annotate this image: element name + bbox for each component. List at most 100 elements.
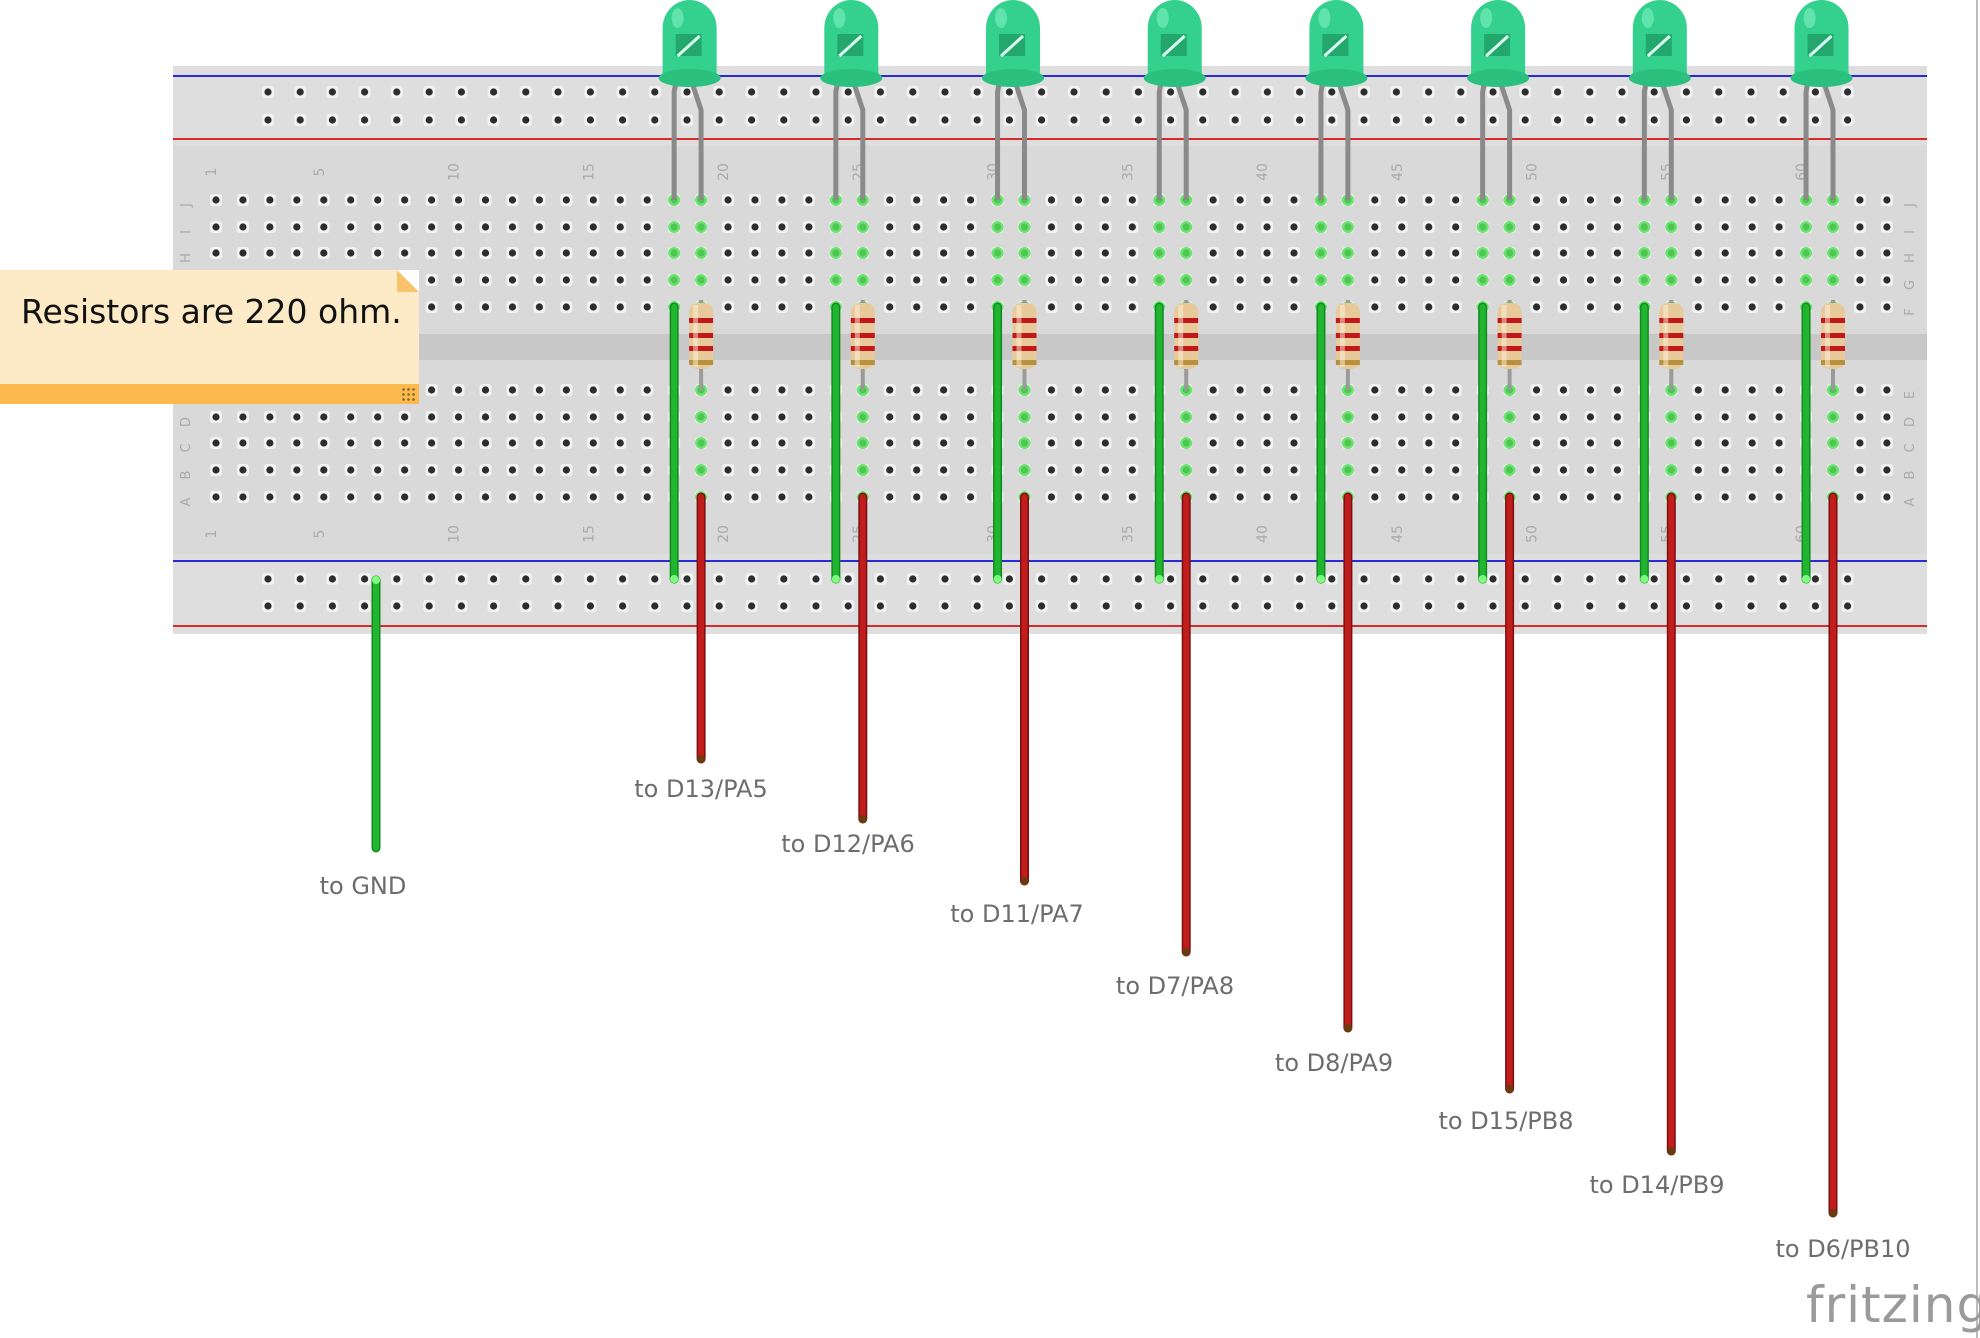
power-rail-hole bbox=[423, 600, 436, 612]
power-rail-hole bbox=[648, 114, 661, 126]
breadboard-hole bbox=[614, 437, 627, 449]
connected-hole bbox=[1638, 247, 1651, 259]
power-rail-hole bbox=[1809, 86, 1822, 98]
breadboard-hole bbox=[1773, 274, 1786, 286]
breadboard-hole bbox=[1045, 301, 1058, 313]
breadboard-hole bbox=[1692, 464, 1705, 476]
breadboard-hole bbox=[1692, 384, 1705, 396]
power-rail-hole bbox=[1519, 573, 1532, 585]
breadboard-hole bbox=[1234, 221, 1247, 233]
breadboard-hole bbox=[910, 221, 923, 233]
connected-hole bbox=[856, 411, 869, 423]
breadboard-hole bbox=[506, 274, 519, 286]
breadboard-hole bbox=[371, 247, 384, 259]
connected-hole bbox=[695, 247, 708, 259]
breadboard-hole bbox=[1746, 247, 1759, 259]
power-rail-hole bbox=[1164, 86, 1177, 98]
breadboard-hole bbox=[802, 464, 815, 476]
connected-hole bbox=[1341, 247, 1354, 259]
breadboard-hole bbox=[587, 437, 600, 449]
breadboard-hole bbox=[506, 437, 519, 449]
power-rail-hole bbox=[1132, 600, 1145, 612]
breadboard-hole bbox=[452, 411, 465, 423]
breadboard-hole bbox=[1395, 384, 1408, 396]
breadboard-hole bbox=[883, 491, 896, 503]
breadboard-hole bbox=[587, 384, 600, 396]
power-rail-hole bbox=[648, 600, 661, 612]
breadboard-hole bbox=[452, 301, 465, 313]
power-rail-hole bbox=[1325, 114, 1338, 126]
breadboard-hole bbox=[1449, 384, 1462, 396]
power-rail-hole bbox=[1035, 86, 1048, 98]
breadboard-hole bbox=[533, 274, 546, 286]
breadboard-hole bbox=[1126, 464, 1139, 476]
breadboard-hole bbox=[1395, 437, 1408, 449]
breadboard-hole bbox=[1422, 491, 1435, 503]
power-rail-hole bbox=[1196, 600, 1209, 612]
breadboard-hole bbox=[964, 301, 977, 313]
power-rail-hole bbox=[1616, 114, 1628, 126]
breadboard-hole bbox=[506, 221, 519, 233]
breadboard-hole bbox=[1261, 301, 1274, 313]
breadboard-hole bbox=[1045, 464, 1058, 476]
power-rail-hole bbox=[584, 600, 597, 612]
note-resize-grip[interactable] bbox=[401, 387, 415, 401]
breadboard-hole bbox=[641, 301, 654, 313]
power-rail-hole bbox=[1487, 86, 1499, 98]
breadboard-hole bbox=[1530, 384, 1543, 396]
bottom-power-rail bbox=[173, 554, 1927, 634]
row-letter-label: J bbox=[1903, 203, 1918, 208]
power-rail-hole bbox=[745, 600, 758, 612]
breadboard-hole bbox=[1395, 194, 1408, 206]
breadboard-hole bbox=[263, 464, 276, 476]
power-rail-hole bbox=[1293, 86, 1306, 98]
breadboard-hole bbox=[317, 411, 330, 423]
row-letter-label: C bbox=[1903, 443, 1918, 452]
connection-label: to D7/PA8 bbox=[1116, 972, 1234, 1000]
breadboard-hole bbox=[263, 491, 276, 503]
power-rail-hole bbox=[842, 114, 855, 126]
power-rail-hole bbox=[1229, 114, 1242, 126]
breadboard-hole bbox=[290, 221, 303, 233]
column-number-label: 10 bbox=[447, 525, 463, 543]
power-rail-hole bbox=[1100, 114, 1113, 126]
power-rail-hole bbox=[487, 573, 500, 585]
breadboard-hole bbox=[1045, 411, 1058, 423]
note-card[interactable]: Resistors are 220 ohm. bbox=[0, 270, 419, 404]
breadboard-hole bbox=[910, 247, 923, 259]
breadboard-hole bbox=[1719, 221, 1732, 233]
breadboard-hole bbox=[479, 464, 492, 476]
row-letter-label: D bbox=[1903, 417, 1918, 427]
breadboard-hole bbox=[1288, 247, 1300, 259]
breadboard-hole bbox=[506, 194, 519, 206]
connected-hole bbox=[668, 247, 681, 259]
breadboard-hole bbox=[1368, 464, 1381, 476]
breadboard-hole bbox=[1234, 301, 1247, 313]
column-number-label: 1 bbox=[204, 530, 220, 539]
power-rail-hole bbox=[1648, 600, 1661, 612]
connected-hole bbox=[1476, 274, 1489, 286]
connected-hole bbox=[1314, 247, 1327, 259]
power-rail-hole bbox=[681, 573, 693, 585]
connected-hole bbox=[856, 464, 869, 476]
column-number-label: 10 bbox=[447, 163, 463, 181]
connected-hole bbox=[856, 437, 869, 449]
breadboard-hole bbox=[1557, 274, 1570, 286]
breadboard-hole bbox=[479, 437, 492, 449]
power-rail-hole bbox=[874, 86, 887, 98]
breadboard-hole bbox=[883, 301, 896, 313]
power-rail-hole bbox=[745, 86, 758, 98]
power-rail-hole bbox=[1519, 600, 1532, 612]
breadboard-hole bbox=[1773, 464, 1786, 476]
power-rail-hole bbox=[358, 86, 371, 98]
breadboard-hole bbox=[560, 247, 573, 259]
breadboard-hole bbox=[1584, 301, 1597, 313]
breadboard-hole bbox=[1449, 437, 1462, 449]
breadboard-hole bbox=[533, 384, 546, 396]
breadboard-hole bbox=[1530, 274, 1543, 286]
breadboard-hole bbox=[1557, 301, 1570, 313]
breadboard-hole bbox=[802, 274, 815, 286]
breadboard-hole bbox=[290, 194, 303, 206]
breadboard-hole bbox=[1449, 491, 1462, 503]
